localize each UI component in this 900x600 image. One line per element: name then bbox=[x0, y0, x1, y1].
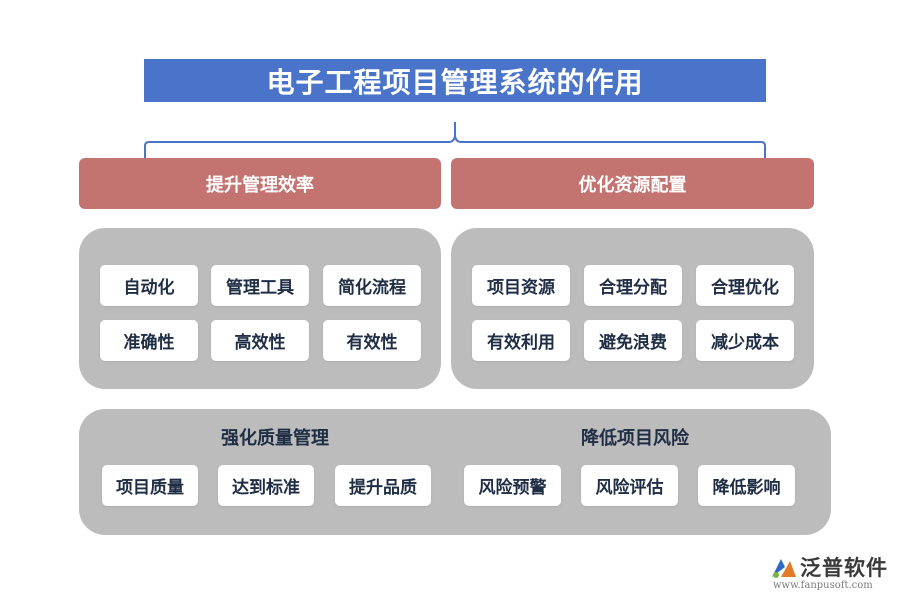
heading-quality: 强化质量管理 bbox=[221, 428, 329, 449]
logo-brand-name: 泛普软件 bbox=[800, 556, 888, 580]
category-improve-efficiency: 提升管理效率 bbox=[79, 158, 441, 209]
panel-efficiency bbox=[79, 228, 441, 389]
chip-item: 高效性 bbox=[211, 320, 309, 361]
fanpusoft-logo: 泛普软件 www.fanpusoft.com bbox=[768, 552, 892, 596]
chip-item: 减少成本 bbox=[696, 320, 794, 361]
chip-item: 合理分配 bbox=[584, 265, 682, 306]
category-optimize-resources: 优化资源配置 bbox=[451, 158, 814, 209]
chip-item: 有效利用 bbox=[472, 320, 570, 361]
chip-item: 风险预警 bbox=[464, 465, 561, 506]
chip-item: 项目质量 bbox=[102, 465, 198, 506]
chip-item: 自动化 bbox=[100, 265, 198, 306]
heading-risk: 降低项目风险 bbox=[581, 428, 689, 449]
panel-resources bbox=[451, 228, 814, 389]
chip-item: 简化流程 bbox=[323, 265, 421, 306]
chip-item: 降低影响 bbox=[698, 465, 795, 506]
logo-url: www.fanpusoft.com bbox=[773, 580, 873, 591]
fanpusoft-logo-icon bbox=[772, 559, 796, 578]
chip-item: 管理工具 bbox=[211, 265, 309, 306]
brace-connector bbox=[144, 122, 766, 158]
diagram-title: 电子工程项目管理系统的作用 bbox=[144, 59, 766, 102]
chip-item: 合理优化 bbox=[696, 265, 794, 306]
chip-item: 有效性 bbox=[323, 320, 421, 361]
chip-item: 准确性 bbox=[100, 320, 198, 361]
chip-item: 项目资源 bbox=[472, 265, 570, 306]
chip-item: 风险评估 bbox=[581, 465, 678, 506]
chip-item: 避免浪费 bbox=[584, 320, 682, 361]
chip-item: 达到标准 bbox=[218, 465, 314, 506]
chip-item: 提升品质 bbox=[335, 465, 431, 506]
